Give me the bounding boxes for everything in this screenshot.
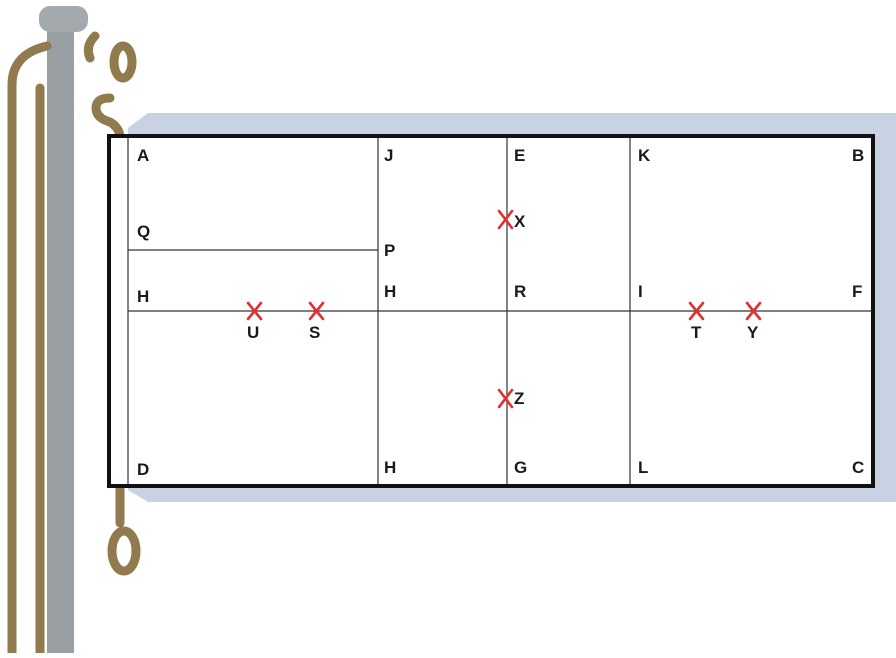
label-X: X: [514, 212, 526, 231]
label-J: J: [384, 146, 393, 165]
label-C: C: [852, 458, 864, 477]
label-H-mid: H: [384, 282, 396, 301]
label-H-bottom: H: [384, 458, 396, 477]
pole-cap: [39, 6, 88, 32]
label-B: B: [852, 146, 864, 165]
label-H-left: H: [137, 287, 149, 306]
label-P: P: [384, 241, 395, 260]
flag-pole: [47, 26, 74, 653]
label-A: A: [137, 146, 149, 165]
label-Y: Y: [747, 323, 759, 342]
label-K: K: [638, 146, 651, 165]
label-S: S: [309, 323, 320, 342]
label-T: T: [691, 323, 702, 342]
label-Q: Q: [137, 222, 150, 241]
label-F: F: [852, 282, 862, 301]
label-R: R: [514, 282, 526, 301]
label-U: U: [247, 323, 259, 342]
label-G: G: [514, 458, 527, 477]
label-L: L: [638, 458, 648, 477]
label-Z: Z: [514, 389, 524, 408]
label-E: E: [514, 146, 525, 165]
label-I: I: [638, 282, 643, 301]
label-D: D: [137, 460, 149, 479]
